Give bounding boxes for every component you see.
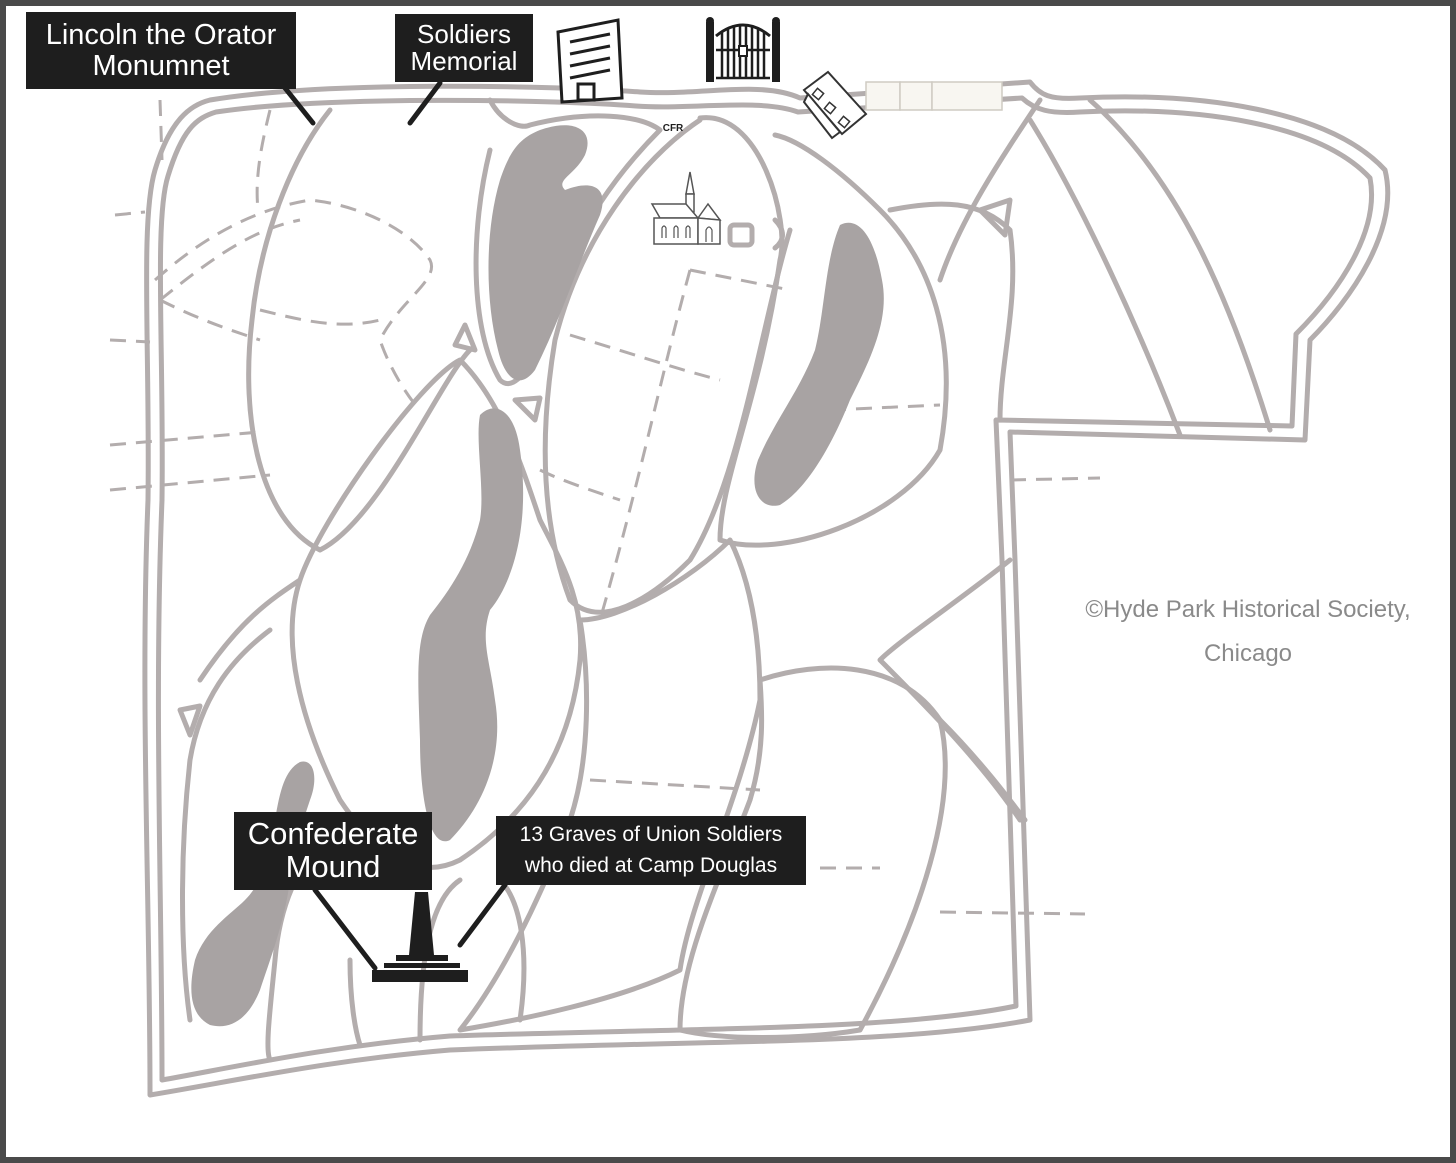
- cfr-marker: CFR: [663, 123, 684, 134]
- dashed-path: [598, 269, 692, 621]
- dashed-path: [569, 333, 721, 382]
- section-road: [347, 957, 363, 1048]
- road-island: [772, 217, 785, 251]
- outbuilding: [899, 81, 933, 111]
- road-island: [177, 703, 203, 738]
- section-road: [289, 357, 584, 870]
- section-road: [542, 117, 793, 615]
- lincoln-label-line1: Lincoln the Orator: [45, 19, 277, 52]
- leader-lines: [282, 80, 508, 971]
- soldiers-label-line2: Memorial: [410, 46, 518, 76]
- dashed-path: [689, 268, 791, 292]
- dashed-path: [159, 218, 301, 302]
- dashed-path: [109, 430, 261, 447]
- graves-label-line2: who died at Camp Douglas: [524, 853, 778, 877]
- graves-label-line1: 13 Graves of Union Soldiers: [519, 823, 783, 847]
- soldiers-label-line1: Soldiers: [417, 18, 511, 49]
- credit-line1: ©Hyde Park Historical Society,: [1085, 596, 1411, 623]
- confederate-label-line1: Confederate: [247, 816, 419, 852]
- section-road: [937, 97, 1043, 283]
- lake: [488, 125, 603, 381]
- dashed-path: [255, 109, 272, 211]
- outer-boundary-road: [142, 79, 1391, 1098]
- monument-icon: [372, 892, 468, 982]
- road-island: [727, 222, 755, 248]
- dashed-path: [829, 403, 941, 412]
- dashed-path: [114, 210, 146, 217]
- soldiers-leader-line: [407, 80, 443, 126]
- section-road: [497, 877, 527, 1023]
- dashed-path: [109, 473, 271, 492]
- dashed-path: [539, 468, 621, 502]
- road-island: [977, 197, 1013, 238]
- lake: [418, 408, 524, 842]
- section-road: [180, 627, 273, 1023]
- section-road: [457, 537, 763, 1033]
- dashed-path: [1009, 476, 1101, 482]
- section-road: [246, 107, 473, 553]
- dashed-path: [109, 338, 151, 344]
- section-road: [937, 717, 1028, 823]
- lincoln-monument-label: Lincoln the Orator Monumnet: [26, 12, 296, 89]
- section-road: [197, 577, 303, 683]
- graves-leader-line: [457, 882, 508, 948]
- lake: [191, 761, 315, 1027]
- confederate-mound-label: Confederate Mound: [234, 812, 432, 890]
- road-island: [452, 322, 478, 353]
- section-road: [697, 115, 949, 548]
- section-road: [1087, 97, 1273, 433]
- soldiers-memorial-label: Soldiers Memorial: [395, 14, 533, 82]
- dashed-path: [159, 298, 261, 342]
- cemetery-gate-icon: [706, 17, 780, 82]
- section-road: [1027, 117, 1183, 438]
- section-road: [887, 201, 1016, 423]
- dashed-path: [259, 308, 381, 326]
- chapel-icon: [650, 171, 722, 245]
- section-road: [877, 557, 1023, 823]
- copyright-credit: ©Hyde Park Historical Society, Chicago: [1060, 588, 1436, 676]
- house-icon: [802, 70, 868, 140]
- dashed-path: [589, 778, 761, 792]
- lake: [754, 222, 884, 506]
- union-graves-label: 13 Graves of Union Soldiers who died at …: [496, 816, 806, 885]
- section-road: [677, 665, 948, 1040]
- lincoln-leader-line: [282, 85, 316, 126]
- road-island: [512, 395, 543, 423]
- outbuildings: [865, 81, 1003, 111]
- office-building-icon: [556, 18, 624, 104]
- outbuilding: [865, 81, 901, 111]
- dashed-paths: [109, 99, 1101, 916]
- outer-boundary-road-inner: [155, 95, 1374, 1083]
- confederate-leader-line: [312, 887, 378, 971]
- outbuilding: [931, 81, 1003, 111]
- dashed-path: [154, 198, 434, 412]
- dashed-path: [158, 99, 164, 161]
- lincoln-label-line2: Monumnet: [92, 49, 230, 82]
- credit-line2: Chicago: [1203, 640, 1293, 667]
- confederate-label-line2: Mound: [285, 849, 381, 884]
